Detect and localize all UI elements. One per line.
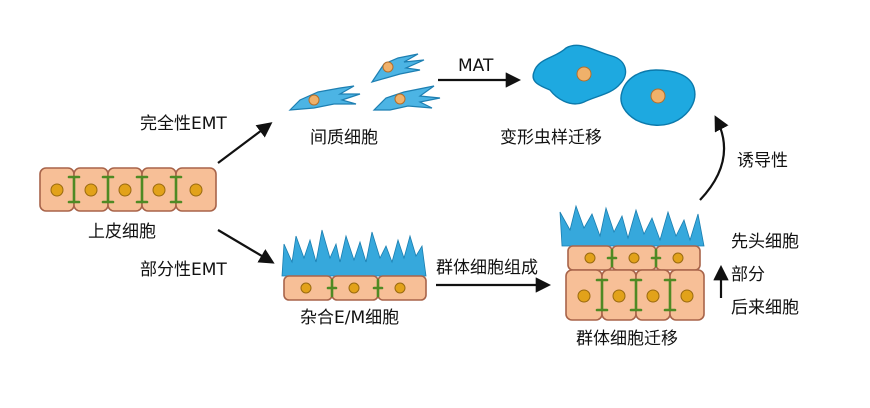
label-mat: MAT — [458, 56, 494, 76]
label-part: 部分 — [731, 265, 765, 285]
epithelial-cell-layer — [39, 167, 217, 212]
junction-markers — [67, 175, 183, 204]
label-hybrid: 杂合E/M细胞 — [300, 308, 400, 328]
cell-cluster — [559, 204, 705, 321]
label-epithelial: 上皮细胞 — [88, 222, 156, 242]
label-follower: 后来细胞 — [731, 298, 799, 318]
label-mesenchymal: 间质细胞 — [310, 128, 378, 148]
label-partial-emt: 部分性EMT — [140, 260, 227, 280]
label-full-emt: 完全性EMT — [140, 114, 227, 134]
mesenchymal-cells — [288, 53, 441, 111]
label-cluster-migrate: 群体细胞迁移 — [576, 329, 678, 349]
label-inducible: 诱导性 — [737, 151, 788, 171]
amoeboid-cells — [532, 44, 696, 126]
label-cluster-form: 群体细胞组成 — [436, 258, 538, 278]
arrow-inducible — [699, 115, 729, 201]
arrow-full-emt — [217, 122, 273, 164]
arrow-partial-emt — [217, 229, 275, 264]
hybrid-em-cells — [281, 229, 427, 301]
label-leader: 先头细胞 — [731, 232, 799, 252]
label-amoeboid: 变形虫样迁移 — [500, 128, 602, 148]
